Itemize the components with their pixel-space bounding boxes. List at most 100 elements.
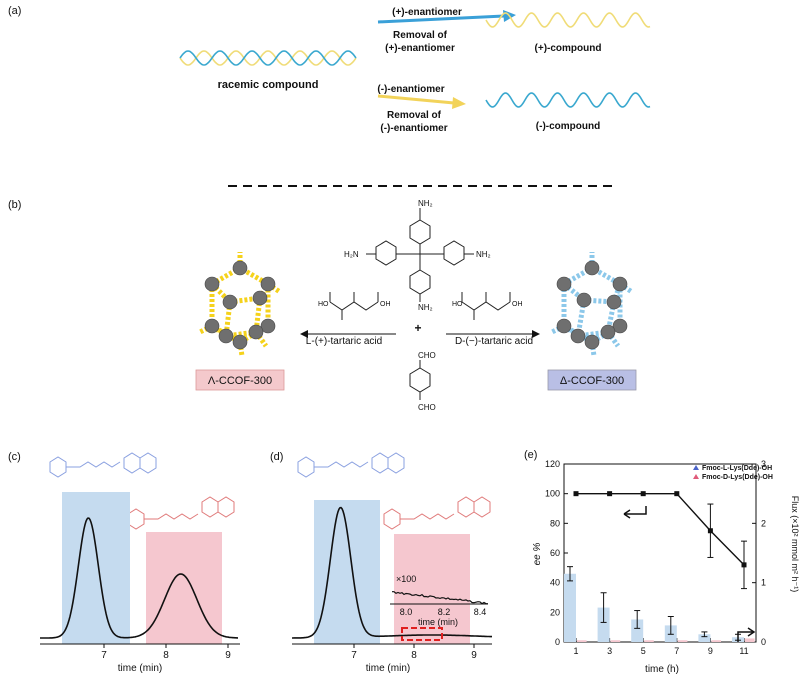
- e-bar-d: [711, 640, 721, 642]
- nh2-bottom: NH₂: [418, 303, 433, 312]
- l-ho: HO: [318, 301, 329, 308]
- legend-d-marker: [693, 474, 699, 479]
- e-bar-l: [698, 634, 711, 642]
- delta-cof-label: Δ-CCOF-300: [560, 375, 624, 387]
- e-ytick-label: 100: [545, 489, 560, 499]
- d-tick-8: 8: [411, 650, 417, 661]
- nh2-left: H₂N: [344, 250, 359, 259]
- inset: ×100 8.0 8.2 8.4 time (min): [390, 574, 489, 627]
- d-ho: HO: [452, 301, 463, 308]
- e-bar-d: [610, 640, 621, 642]
- blue-band-d: [314, 500, 380, 644]
- red-analyte-structure: [127, 496, 235, 530]
- e-ytick-label: 80: [550, 518, 560, 528]
- plus-sign: +: [414, 321, 421, 335]
- panel-d: (d) ×100 8.0 8.2 8.4 time (min) 7 8 9 ti…: [270, 451, 492, 674]
- d-tick-7: 7: [351, 650, 357, 661]
- panel-c-label: (c): [8, 451, 21, 463]
- racemic-label: racemic compound: [218, 79, 319, 91]
- chromatogram-d: [292, 506, 492, 639]
- legend-d: Fmoc-D-Lys(Dde)-OH: [702, 474, 773, 481]
- racemic-helix: [179, 50, 357, 66]
- e-bar-d: [644, 640, 654, 642]
- chromatogram-c: [40, 517, 238, 639]
- e-ee-line: [576, 492, 745, 566]
- minus-compound-label: (-)-compound: [536, 121, 600, 132]
- l-oh: OH: [380, 301, 391, 308]
- top-arrow-label: (+)-enantiomer: [392, 7, 462, 18]
- e-ee-point: [607, 491, 613, 497]
- bottom-removal-1: Removal of: [387, 110, 442, 121]
- panel-b: (b) Λ-CCOF-300 Δ-CCOF-300: [8, 199, 637, 412]
- right-axis-indicator: [737, 627, 756, 642]
- delta-framework: [550, 252, 634, 357]
- nh2-right: NH₂: [476, 250, 491, 259]
- inset-tick-2: 8.4: [474, 607, 487, 617]
- e-bar-d: [577, 640, 587, 642]
- legend-l-marker: [693, 465, 699, 470]
- c-tick-7: 7: [101, 650, 107, 661]
- d-tick-9: 9: [471, 650, 477, 661]
- d-xlabel: time (min): [366, 663, 410, 674]
- lambda-cof-box: [195, 369, 285, 391]
- left-axis-indicator: [623, 506, 647, 519]
- lambda-framework: [198, 252, 282, 357]
- e-xtick-label: 11: [739, 646, 748, 656]
- inset-mult: ×100: [396, 574, 416, 584]
- e-y2tick-label: 2: [761, 518, 766, 528]
- e-bar-l: [564, 573, 576, 642]
- e-ytick-label: 120: [545, 459, 560, 469]
- panel-c: (c) 7 8 9 time (min): [8, 451, 240, 674]
- e-ytick-label: 60: [550, 548, 560, 558]
- e-ylabel-left: ee %: [532, 542, 543, 565]
- d-tartaric-label: D-(−)-tartaric acid: [455, 336, 533, 347]
- e-y2tick-label: 1: [761, 578, 766, 588]
- e-xtick-label: 5: [641, 646, 646, 656]
- lambda-cof-label: Λ-CCOF-300: [208, 375, 272, 387]
- panel-b-label: (b): [8, 199, 21, 211]
- panel-a: (a) racemic compound (+)-enantiomer Remo…: [8, 5, 651, 134]
- inset-tick-1: 8.2: [438, 607, 451, 617]
- e-ylabel-right: Flux (×10² mmol m² h⁻¹): [790, 496, 800, 593]
- left-arrow-head: [300, 330, 308, 338]
- bottom-arrow-label: (-)-enantiomer: [377, 84, 444, 95]
- plus-compound-label: (+)-compound: [535, 43, 602, 54]
- e-ee-point: [640, 491, 646, 497]
- cho-bottom: CHO: [418, 403, 436, 412]
- right-arrow-head: [532, 330, 540, 338]
- e-xtick-label: 1: [573, 646, 578, 656]
- e-xtick-label: 3: [607, 646, 612, 656]
- cho-top: CHO: [418, 351, 436, 360]
- plus-wave: [485, 12, 651, 28]
- e-bar-l: [631, 619, 644, 642]
- c-tick-9: 9: [225, 650, 231, 661]
- blue-analyte-structure: [49, 452, 157, 478]
- d-oh: OH: [512, 301, 523, 308]
- blue-band: [62, 492, 130, 644]
- inset-xlabel: time (min): [418, 617, 458, 627]
- e-bar-l: [597, 607, 610, 642]
- l-tartaric-structure: [329, 292, 379, 320]
- d-tartaric-structure: [461, 292, 511, 320]
- e-y2tick-label: 0: [761, 637, 766, 647]
- panel-a-label: (a): [8, 5, 21, 17]
- delta-cof-box: [547, 369, 637, 391]
- e-bar-d: [677, 640, 688, 642]
- bottom-arrow-head: [452, 97, 466, 109]
- tetra-amine-structure: [366, 208, 474, 302]
- e-bar-d: [745, 638, 755, 642]
- dialdehyde-structure: [409, 360, 431, 400]
- bottom-arrow: [377, 94, 455, 105]
- top-arrow: [377, 14, 505, 24]
- top-removal-1: Removal of: [393, 30, 448, 41]
- zoom-region: [401, 627, 443, 641]
- red-band-d: [394, 534, 470, 644]
- bottom-removal-2: (-)-enantiomer: [380, 123, 447, 134]
- top-removal-2: (+)-enantiomer: [385, 43, 455, 54]
- e-xtick-label: 7: [674, 646, 679, 656]
- e-ytick-label: 20: [550, 607, 560, 617]
- e-ee-point: [674, 491, 680, 497]
- panel-d-label: (d): [270, 451, 283, 463]
- e-y2tick-label: 3: [761, 459, 766, 469]
